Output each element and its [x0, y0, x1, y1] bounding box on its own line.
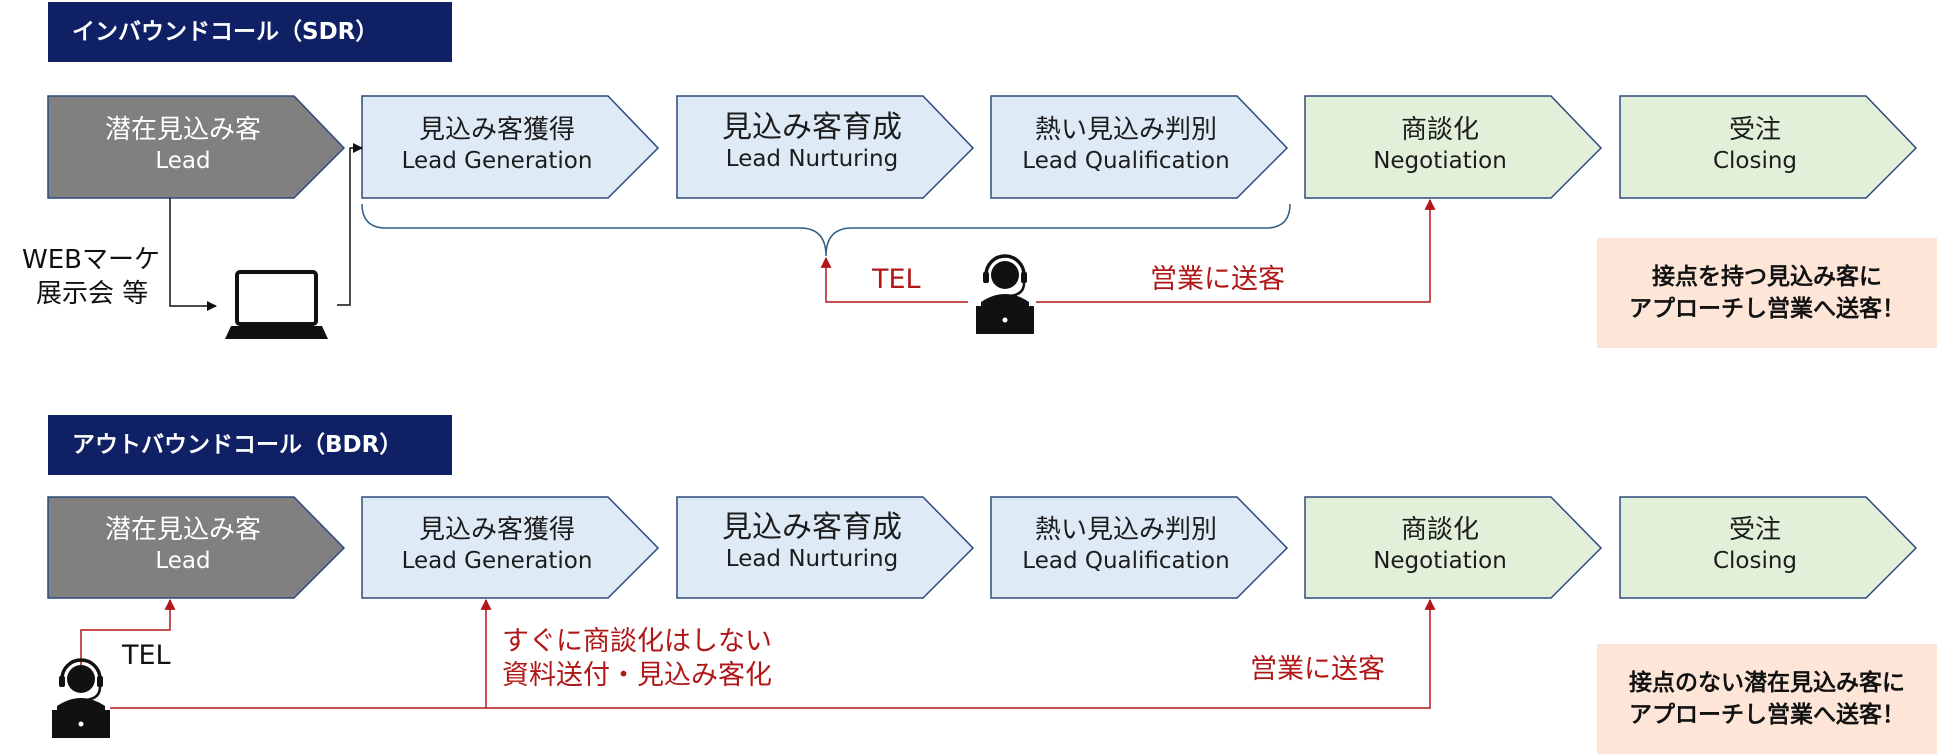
inbound-send-label: 営業に送客	[1150, 264, 1285, 295]
stage-label-negotiation: 商談化 Negotiation	[1305, 114, 1575, 176]
stage-en: Lead Qualification	[1022, 148, 1230, 174]
chevron-lead-generation	[361, 496, 660, 599]
chevron-lead	[47, 496, 346, 599]
chevron-lead-qualification	[990, 496, 1289, 599]
stage-label-negotiation: 商談化 Negotiation	[1305, 514, 1575, 576]
lead-to-laptop-connector	[169, 198, 217, 311]
inbound-section-title: インバウンドコール（SDR）	[48, 2, 452, 62]
operator-icon	[976, 254, 1034, 334]
stage-jp: 熱い見込み判別	[1034, 115, 1217, 145]
callout-line: 接点を持つ見込み客に	[1652, 264, 1882, 290]
inbound-tel-arrow	[820, 256, 968, 303]
inbound-tel-label: TEL	[872, 264, 921, 295]
stage-label-lead-generation: 見込み客獲得 Lead Generation	[362, 514, 632, 576]
outbound-section-title: アウトバウンドコール（BDR）	[48, 415, 452, 475]
stage-en: Lead Generation	[401, 548, 593, 574]
stage-jp: 見込み客育成	[722, 510, 902, 545]
stage-label-lead: 潜在見込み客 Lead	[48, 514, 318, 576]
chevron-lead-nurturing	[676, 496, 975, 599]
stage-jp: 潜在見込み客	[104, 515, 261, 545]
stage-en: Negotiation	[1373, 548, 1507, 574]
outbound-tel-arrow	[80, 598, 176, 666]
chevron-lead-generation	[361, 95, 660, 199]
stage-group-brace	[361, 203, 1291, 257]
callout-line: アプローチし営業へ送客！	[1629, 702, 1905, 728]
chevron-negotiation	[1304, 95, 1603, 199]
stage-jp: 受注	[1728, 115, 1781, 145]
stage-label-lead-nurturing: 見込み客育成 Lead Nurturing	[677, 512, 947, 574]
stage-label-lead-qualification: 熱い見込み判別 Lead Qualification	[991, 514, 1261, 576]
stage-en: Lead	[155, 148, 211, 174]
callout-line: アプローチし営業へ送客！	[1629, 296, 1905, 322]
stage-en: Lead Generation	[401, 148, 593, 174]
outbound-base-line	[110, 598, 1436, 709]
chevron-lead-qualification	[990, 95, 1289, 199]
stage-jp: 受注	[1728, 515, 1781, 545]
outbound-callout: 接点のない潜在見込み客に アプローチし営業へ送客！	[1597, 644, 1937, 754]
chevron-lead-nurturing	[676, 95, 975, 199]
stage-label-lead-generation: 見込み客獲得 Lead Generation	[362, 114, 632, 176]
inbound-callout: 接点を持つ見込み客に アプローチし営業へ送客！	[1597, 238, 1937, 348]
laptop-to-generation-connector	[337, 143, 363, 306]
operator-icon	[52, 658, 110, 738]
chevron-negotiation	[1304, 496, 1603, 599]
outbound-note-line1: すぐに商談化はしない	[502, 626, 772, 657]
stage-en: Lead Qualification	[1022, 548, 1230, 574]
outbound-send-label: 営業に送客	[1250, 654, 1385, 685]
inbound-source-line1: WEBマーケ	[22, 245, 160, 275]
chevron-closing	[1619, 95, 1918, 199]
chevron-closing	[1619, 496, 1918, 599]
chevron-lead	[47, 95, 346, 199]
stage-en: Lead Nurturing	[725, 146, 899, 172]
stage-label-lead: 潜在見込み客 Lead	[48, 114, 318, 176]
stage-label-lead-nurturing: 見込み客育成 Lead Nurturing	[677, 112, 947, 174]
stage-en: Closing	[1712, 148, 1798, 174]
stage-en: Lead Nurturing	[725, 546, 899, 572]
stage-jp: 潜在見込み客	[104, 115, 261, 145]
callout-line: 接点のない潜在見込み客に	[1629, 670, 1905, 696]
inbound-send-arrow	[1036, 198, 1436, 303]
stage-en: Closing	[1712, 548, 1798, 574]
stage-jp: 商談化	[1400, 515, 1479, 545]
stage-jp: 見込み客育成	[722, 110, 902, 145]
outbound-note-line2: 資料送付・見込み客化	[502, 660, 772, 691]
stage-label-closing: 受注 Closing	[1620, 514, 1890, 576]
stage-jp: 見込み客獲得	[418, 115, 575, 145]
stage-jp: 商談化	[1400, 115, 1479, 145]
stage-label-lead-qualification: 熱い見込み判別 Lead Qualification	[991, 114, 1261, 176]
inbound-source-line2: 展示会 等	[36, 279, 149, 309]
stage-label-closing: 受注 Closing	[1620, 114, 1890, 176]
laptop-icon	[225, 270, 328, 339]
stage-en: Negotiation	[1373, 148, 1507, 174]
stage-jp: 見込み客獲得	[418, 515, 575, 545]
outbound-tel-label: TEL	[122, 640, 171, 671]
stage-jp: 熱い見込み判別	[1034, 515, 1217, 545]
stage-en: Lead	[155, 548, 211, 574]
